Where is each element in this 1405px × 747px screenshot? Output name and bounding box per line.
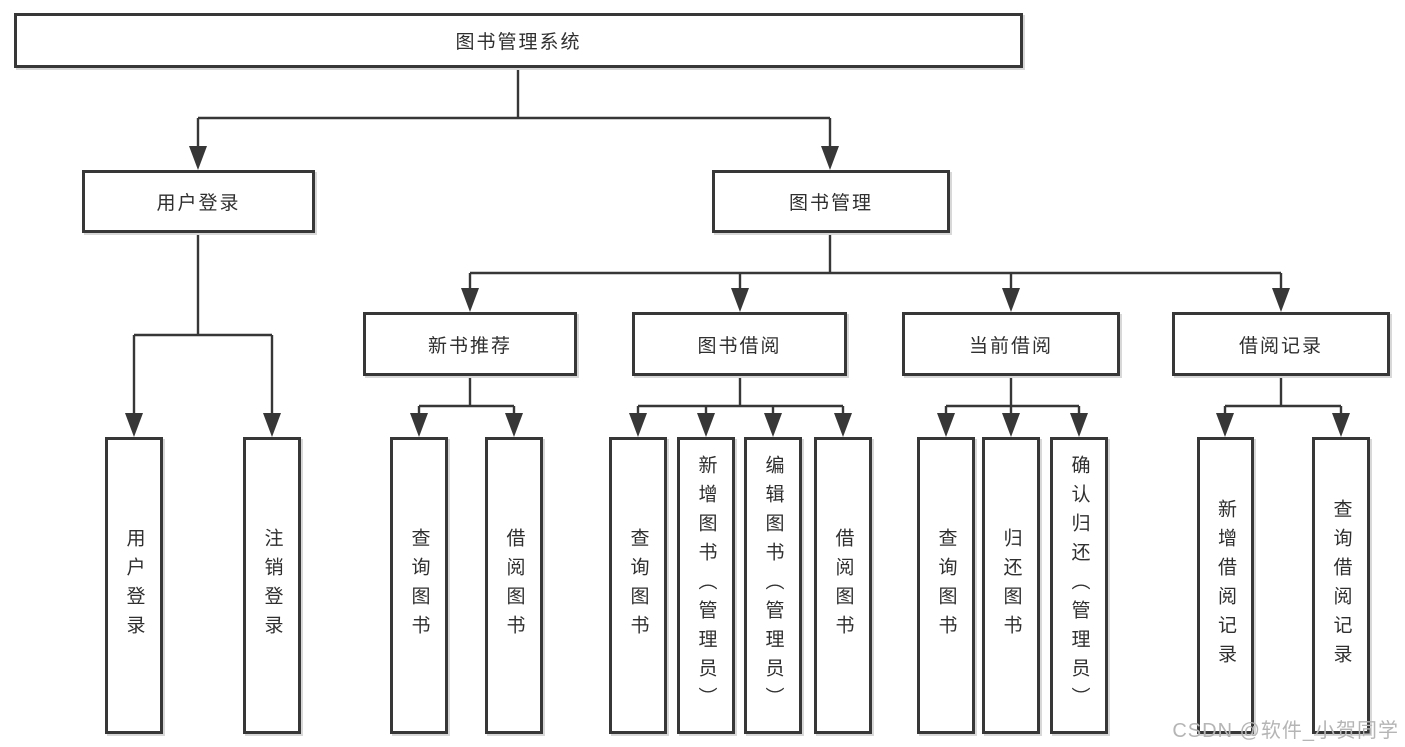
leaf-add-book-admin: 新增图书（管理员） [677, 437, 735, 734]
leaf-edit-book-admin-label: 编辑图书（管理员） [762, 455, 784, 716]
leaf-recommend-query-book: 查询图书 [390, 437, 448, 734]
leaf-edit-book-admin: 编辑图书（管理员） [744, 437, 802, 734]
node-current-borrow-label: 当前借阅 [968, 335, 1053, 357]
arrowheads [125, 146, 1350, 437]
leaf-user-login: 用户登录 [105, 437, 163, 734]
node-book-borrow-label: 图书借阅 [697, 335, 782, 357]
leaf-recommend-query-book-label: 查询图书 [408, 527, 430, 644]
node-new-book-recommend: 新书推荐 [363, 312, 577, 376]
leaf-query-borrow-record-label: 查询借阅记录 [1330, 498, 1352, 673]
leaf-logout: 注销登录 [243, 437, 301, 734]
node-new-book-recommend-label: 新书推荐 [427, 335, 512, 357]
node-borrow-record: 借阅记录 [1172, 312, 1390, 376]
node-root: 图书管理系统 [14, 13, 1023, 68]
node-user-login: 用户登录 [82, 170, 315, 233]
node-book-management: 图书管理 [712, 170, 950, 233]
leaf-borrow-borrow-book-label: 借阅图书 [832, 527, 854, 644]
leaf-return-book: 归还图书 [982, 437, 1040, 734]
leaf-logout-label: 注销登录 [261, 527, 283, 644]
leaf-add-book-admin-label: 新增图书（管理员） [695, 455, 717, 716]
leaf-borrow-query-book-label: 查询图书 [627, 527, 649, 644]
leaf-borrow-query-book: 查询图书 [609, 437, 667, 734]
leaf-current-query-book-label: 查询图书 [935, 527, 957, 644]
csdn-watermark: CSDN @软件_小贺同学 [1172, 720, 1399, 742]
leaf-current-query-book: 查询图书 [917, 437, 975, 734]
node-user-login-label: 用户登录 [156, 193, 241, 214]
leaf-borrow-borrow-book: 借阅图书 [814, 437, 872, 734]
node-borrow-record-label: 借阅记录 [1238, 335, 1323, 357]
leaf-recommend-borrow-book-label: 借阅图书 [503, 527, 525, 644]
leaf-confirm-return-admin: 确认归还（管理员） [1050, 437, 1108, 734]
leaf-recommend-borrow-book: 借阅图书 [485, 437, 543, 734]
leaf-query-borrow-record: 查询借阅记录 [1312, 437, 1370, 734]
leaf-user-login-label: 用户登录 [123, 527, 145, 644]
node-book-management-label: 图书管理 [788, 193, 873, 214]
connector-paths [132, 68, 1343, 418]
node-root-label: 图书管理系统 [455, 32, 582, 53]
node-book-borrow: 图书借阅 [632, 312, 847, 376]
leaf-confirm-return-admin-label: 确认归还（管理员） [1068, 455, 1090, 716]
leaf-add-borrow-record-label: 新增借阅记录 [1215, 498, 1236, 673]
leaf-add-borrow-record: 新增借阅记录 [1197, 437, 1254, 734]
leaf-return-book-label: 归还图书 [1000, 527, 1022, 644]
node-current-borrow: 当前借阅 [902, 312, 1120, 376]
